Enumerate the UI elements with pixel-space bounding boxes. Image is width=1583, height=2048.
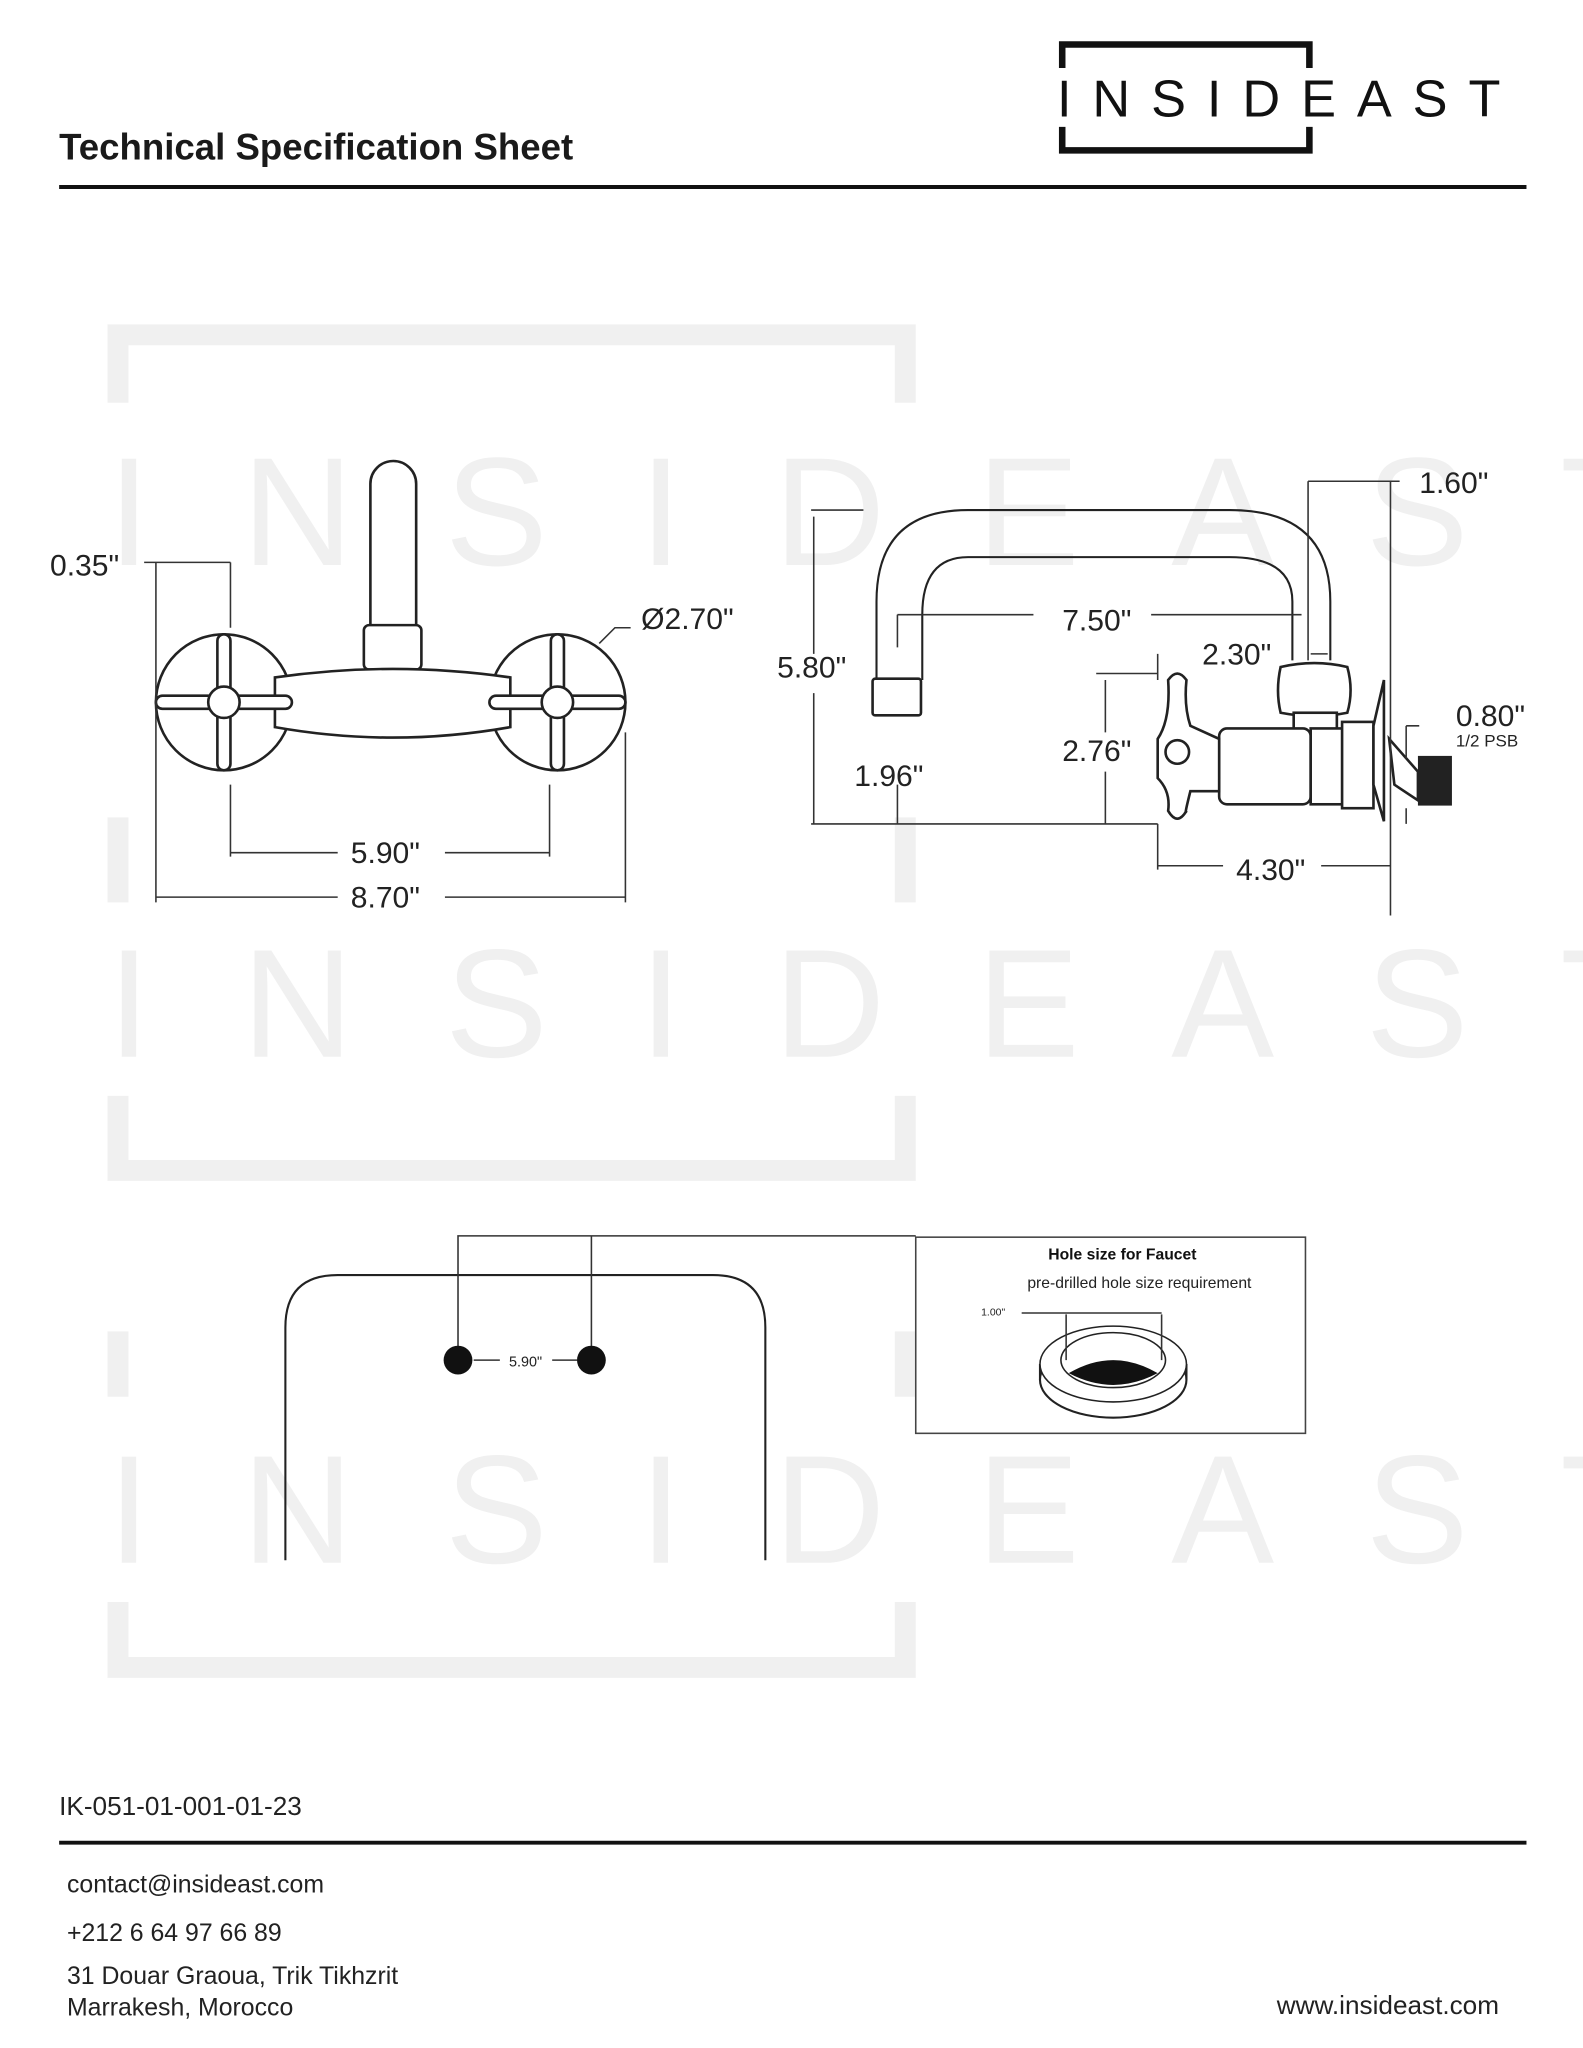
dim-outlet-height: 1.96": [854, 760, 923, 793]
hole-box-title: Hole size for Faucet: [1048, 1246, 1197, 1263]
watermark-text: INSIDEAST: [108, 1423, 1583, 1596]
dim-spout-tip: 1.60": [1419, 467, 1488, 500]
dim-escutcheon-diameter: Ø2.70": [641, 603, 734, 636]
dim-depth: 4.30": [1236, 854, 1305, 887]
front-view-drawing: [144, 459, 631, 903]
hole-size-box: Hole size for Faucet pre-drilled hole si…: [914, 1236, 1307, 1435]
website-link[interactable]: www.insideast.com: [1276, 1990, 1499, 2020]
contact-email[interactable]: contact@insideast.com: [67, 1871, 324, 1898]
dim-hole-spacing: 5.90": [509, 1355, 542, 1371]
watermark-text: INSIDEAST: [108, 425, 1583, 598]
dim-overall-width: 8.70": [351, 882, 420, 915]
dim-overall-height: 5.80": [777, 651, 846, 684]
brand-logo-text: INSIDEAST: [1057, 70, 1521, 128]
side-view-drawing: [811, 480, 1452, 916]
dim-handle-height: 2.76": [1062, 735, 1131, 768]
dim-spout-diameter: 2.30": [1202, 638, 1271, 671]
dim-handle-offset: 0.35": [50, 549, 119, 582]
brand-logo: INSIDEAST: [1057, 41, 1521, 154]
address-line-1: 31 Douar Graoua, Trik Tikhzrit: [67, 1963, 398, 1990]
address-line-2: Marrakesh, Morocco: [67, 1994, 293, 2021]
product-code: IK-051-01-001-01-23: [59, 1791, 302, 1821]
dim-spout-reach: 7.50": [1062, 604, 1131, 637]
hole-box-subtitle: pre-drilled hole size requirement: [1027, 1275, 1252, 1292]
contact-phone: +212 6 64 97 66 89: [67, 1920, 282, 1947]
hole-layout-drawing: [284, 1235, 916, 1561]
watermark-text: INSIDEAST: [108, 917, 1583, 1090]
dim-hole-diameter: 1.00": [981, 1308, 1005, 1319]
watermark: INSIDEAST INSIDEAST INSIDEAST: [107, 324, 1583, 1678]
dim-inlet: 0.80": [1456, 700, 1525, 733]
dim-center-spacing: 5.90": [351, 837, 420, 870]
page-title: Technical Specification Sheet: [59, 127, 573, 168]
inlet-thread-note: 1/2 PSB: [1456, 732, 1518, 751]
